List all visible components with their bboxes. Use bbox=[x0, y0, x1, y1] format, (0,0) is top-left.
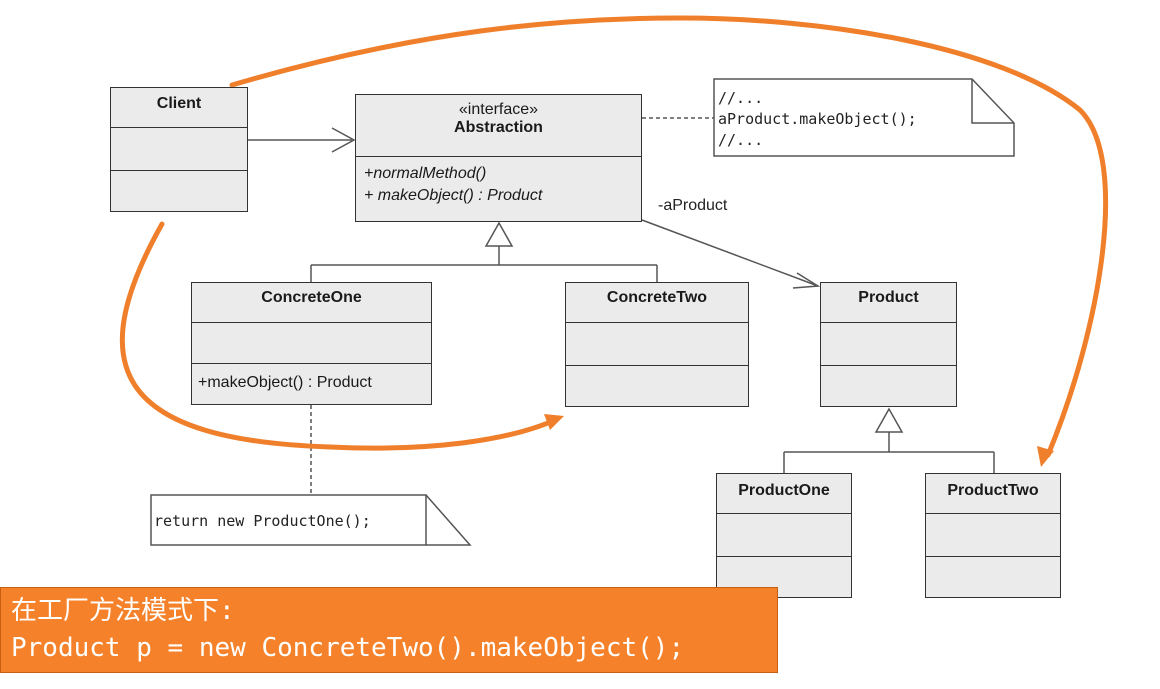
abstraction-class-name: Abstraction bbox=[454, 119, 543, 136]
product-one-class: ProductOne bbox=[716, 473, 852, 598]
concrete-two-class: ConcreteTwo bbox=[565, 282, 749, 407]
client-class: Client bbox=[110, 87, 248, 212]
abstraction-generalization bbox=[310, 221, 658, 282]
abstraction-note-line-3: //... bbox=[718, 131, 764, 149]
abstraction-operation-make-object: + makeObject() : Product bbox=[364, 187, 543, 204]
flow-arrow-client-to-concretetwo bbox=[119, 221, 564, 451]
concrete-one-class-name: ConcreteOne bbox=[261, 289, 362, 306]
client-abstraction-arrow bbox=[248, 127, 356, 153]
concrete-one-class: ConcreteOne +makeObject() : Product bbox=[191, 282, 432, 405]
concrete-one-note-text: return new ProductOne(); bbox=[154, 512, 371, 530]
code-banner: 在工厂方法模式下: Product p = new ConcreteTwo().… bbox=[0, 587, 778, 673]
abstraction-class: «interface» Abstraction +normalMethod() … bbox=[355, 94, 642, 222]
concrete-one-note bbox=[150, 494, 472, 546]
product-two-class-name: ProductTwo bbox=[947, 482, 1039, 499]
product-class-name: Product bbox=[858, 289, 919, 306]
product-two-class: ProductTwo bbox=[925, 473, 1061, 598]
abstraction-product-association bbox=[641, 219, 821, 289]
abstraction-note-line-2: aProduct.makeObject(); bbox=[718, 110, 917, 128]
product-one-class-name: ProductOne bbox=[738, 482, 830, 499]
abstraction-note-line-1: //... bbox=[718, 89, 764, 107]
banner-code: Product p = new ConcreteTwo().makeObject… bbox=[11, 633, 685, 663]
concrete-one-operation: +makeObject() : Product bbox=[198, 374, 372, 391]
banner-title: 在工厂方法模式下: bbox=[11, 596, 235, 626]
concrete-two-class-name: ConcreteTwo bbox=[606, 289, 708, 306]
product-generalization bbox=[783, 407, 995, 473]
association-label: -aProduct bbox=[658, 197, 728, 214]
flow-arrow-client-to-producttwo bbox=[229, 15, 1109, 467]
abstraction-operation-normal-method: +normalMethod() bbox=[364, 165, 487, 182]
product-class: Product bbox=[820, 282, 957, 407]
client-class-name: Client bbox=[156, 95, 202, 112]
abstraction-note bbox=[713, 78, 1015, 157]
abstraction-stereotype: «interface» bbox=[458, 101, 539, 118]
